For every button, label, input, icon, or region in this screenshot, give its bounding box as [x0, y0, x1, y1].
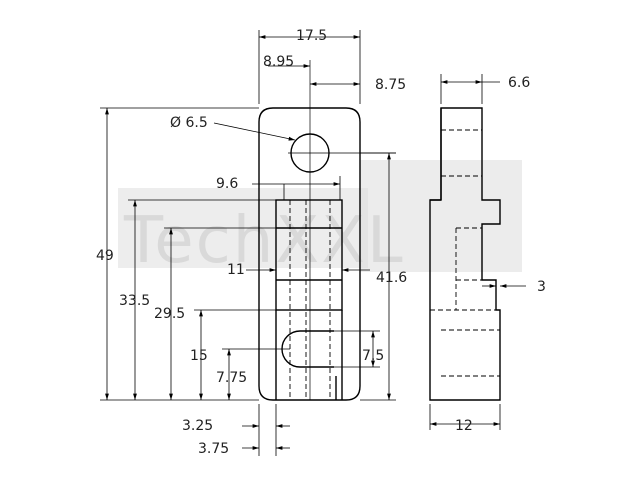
side-view: [429, 107, 501, 401]
dim-slot-center: 7.75: [216, 370, 247, 386]
dim-side-height: 41.6: [376, 270, 407, 286]
dim-side-step: 3: [537, 279, 546, 295]
dim-overall-height: 49: [96, 248, 114, 264]
dim-pocket-height: 29.5: [154, 306, 185, 322]
dim-wall-left: 3.25: [182, 418, 213, 434]
dimension-labels: 17.5 8.95 8.75 6.6 Ø 6.5 9.6 49 11 41.6 …: [96, 28, 546, 457]
dimension-lines: [100, 30, 526, 456]
dim-wall-right: 3.75: [198, 441, 229, 457]
side-hidden-lines: [430, 129, 500, 377]
dim-pocket-width: 9.6: [216, 176, 238, 192]
dim-overall-width: 17.5: [296, 28, 327, 44]
dim-inner-width: 11: [227, 262, 245, 278]
dim-slot-height: 15: [190, 348, 208, 364]
dim-hole-offset-right: 8.75: [375, 77, 406, 93]
dim-hole-offset-left: 8.95: [263, 54, 294, 70]
watermark-text: TechXXL: [123, 204, 405, 278]
dim-hole-diameter: Ø 6.5: [170, 115, 208, 131]
watermark-logo: TechXXL: [118, 160, 522, 278]
dim-lower-height: 33.5: [119, 293, 150, 309]
front-hidden-lines: [289, 200, 331, 400]
front-view: [258, 107, 361, 401]
dim-side-bottom-width: 12: [455, 418, 473, 434]
pocket-outline: [275, 199, 343, 311]
dim-side-top-width: 6.6: [508, 75, 530, 91]
dim-slot-width: 7.5: [362, 348, 384, 364]
